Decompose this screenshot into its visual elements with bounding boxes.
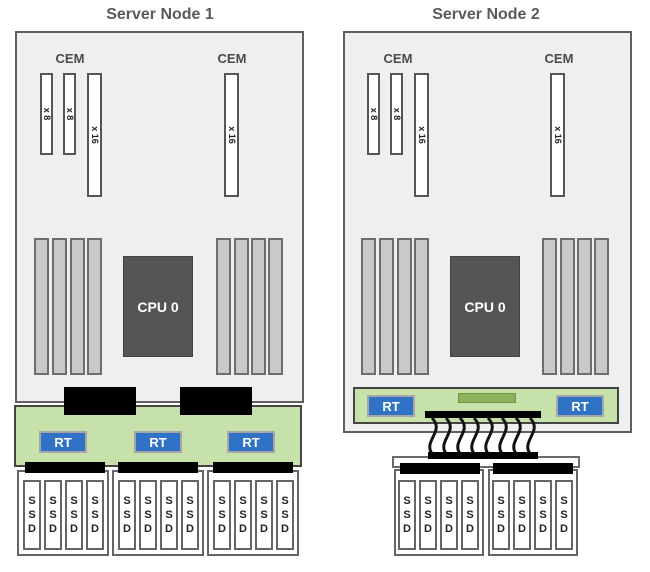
node1-dimm-slot <box>52 238 67 375</box>
node2-dimm-slot <box>397 238 412 375</box>
slot-width-label: x 8 <box>391 107 402 121</box>
node2-dimm-slot <box>414 238 429 375</box>
node1-riser-connector <box>64 387 136 415</box>
node2-pcie-slot-x8-a: x 8 <box>367 73 380 155</box>
node1-riser-connector <box>180 387 252 415</box>
node1-retimer-2: RT <box>134 431 182 453</box>
node1-pcie-slot-x8-a: x 8 <box>40 73 53 155</box>
node1-dimm-slot <box>70 238 85 375</box>
node2-cpu: CPU 0 <box>450 256 520 357</box>
node1-dimm-slot <box>251 238 266 375</box>
slot-width-label: x 8 <box>64 107 75 121</box>
node1-pcie-slot-x16-a: x 16 <box>87 73 102 197</box>
node1-dimm-slot <box>268 238 283 375</box>
node2-pcie-slot-x16-a: x 16 <box>414 73 429 197</box>
node2-dimm-slot <box>361 238 376 375</box>
node2-backplane-connector <box>428 452 538 459</box>
slot-width-label: x 8 <box>41 107 52 121</box>
node1-cem-label-left: CEM <box>55 51 85 66</box>
slot-width-label: x 16 <box>416 126 427 144</box>
node2-cem-label-right: CEM <box>544 51 574 66</box>
node2-riser-strip <box>458 393 516 403</box>
node1-dimm-slot <box>216 238 231 375</box>
node2-dimm-slot <box>594 238 609 375</box>
node1-retimer-1: RT <box>39 431 87 453</box>
node2-dimm-slot <box>560 238 575 375</box>
slot-width-label: x 16 <box>226 126 237 144</box>
node1-pcie-slot-x16-b: x 16 <box>224 73 239 197</box>
node2-ssd-connector <box>400 463 480 474</box>
node2-retimer-2: RT <box>556 395 604 417</box>
node1-dimm-slot <box>34 238 49 375</box>
node2-cem-label-left: CEM <box>383 51 413 66</box>
node1-pcie-slot-x8-b: x 8 <box>63 73 76 155</box>
node2-dimm-slot <box>577 238 592 375</box>
node2-dimm-slot <box>379 238 394 375</box>
node2-title: Server Node 2 <box>432 6 540 23</box>
node1-ssd-connector <box>25 462 105 473</box>
node1-ssd-connector <box>213 462 293 473</box>
node1-retimer-3: RT <box>227 431 275 453</box>
slot-width-label: x 16 <box>552 126 563 144</box>
slot-width-label: x 8 <box>368 107 379 121</box>
slot-width-label: x 16 <box>89 126 100 144</box>
node1-title: Server Node 1 <box>106 6 214 23</box>
node1-ssd-connector <box>118 462 198 473</box>
node1-dimm-slot <box>234 238 249 375</box>
node1-cem-label-right: CEM <box>217 51 247 66</box>
node2-cable-connector <box>425 411 541 418</box>
node2-pcie-slot-x8-b: x 8 <box>390 73 403 155</box>
node2-retimer-1: RT <box>367 395 415 417</box>
node1-cpu: CPU 0 <box>123 256 193 357</box>
node2-pcie-slot-x16-b: x 16 <box>550 73 565 197</box>
node2-dimm-slot <box>542 238 557 375</box>
node1-dimm-slot <box>87 238 102 375</box>
node2-ssd-connector <box>493 463 573 474</box>
